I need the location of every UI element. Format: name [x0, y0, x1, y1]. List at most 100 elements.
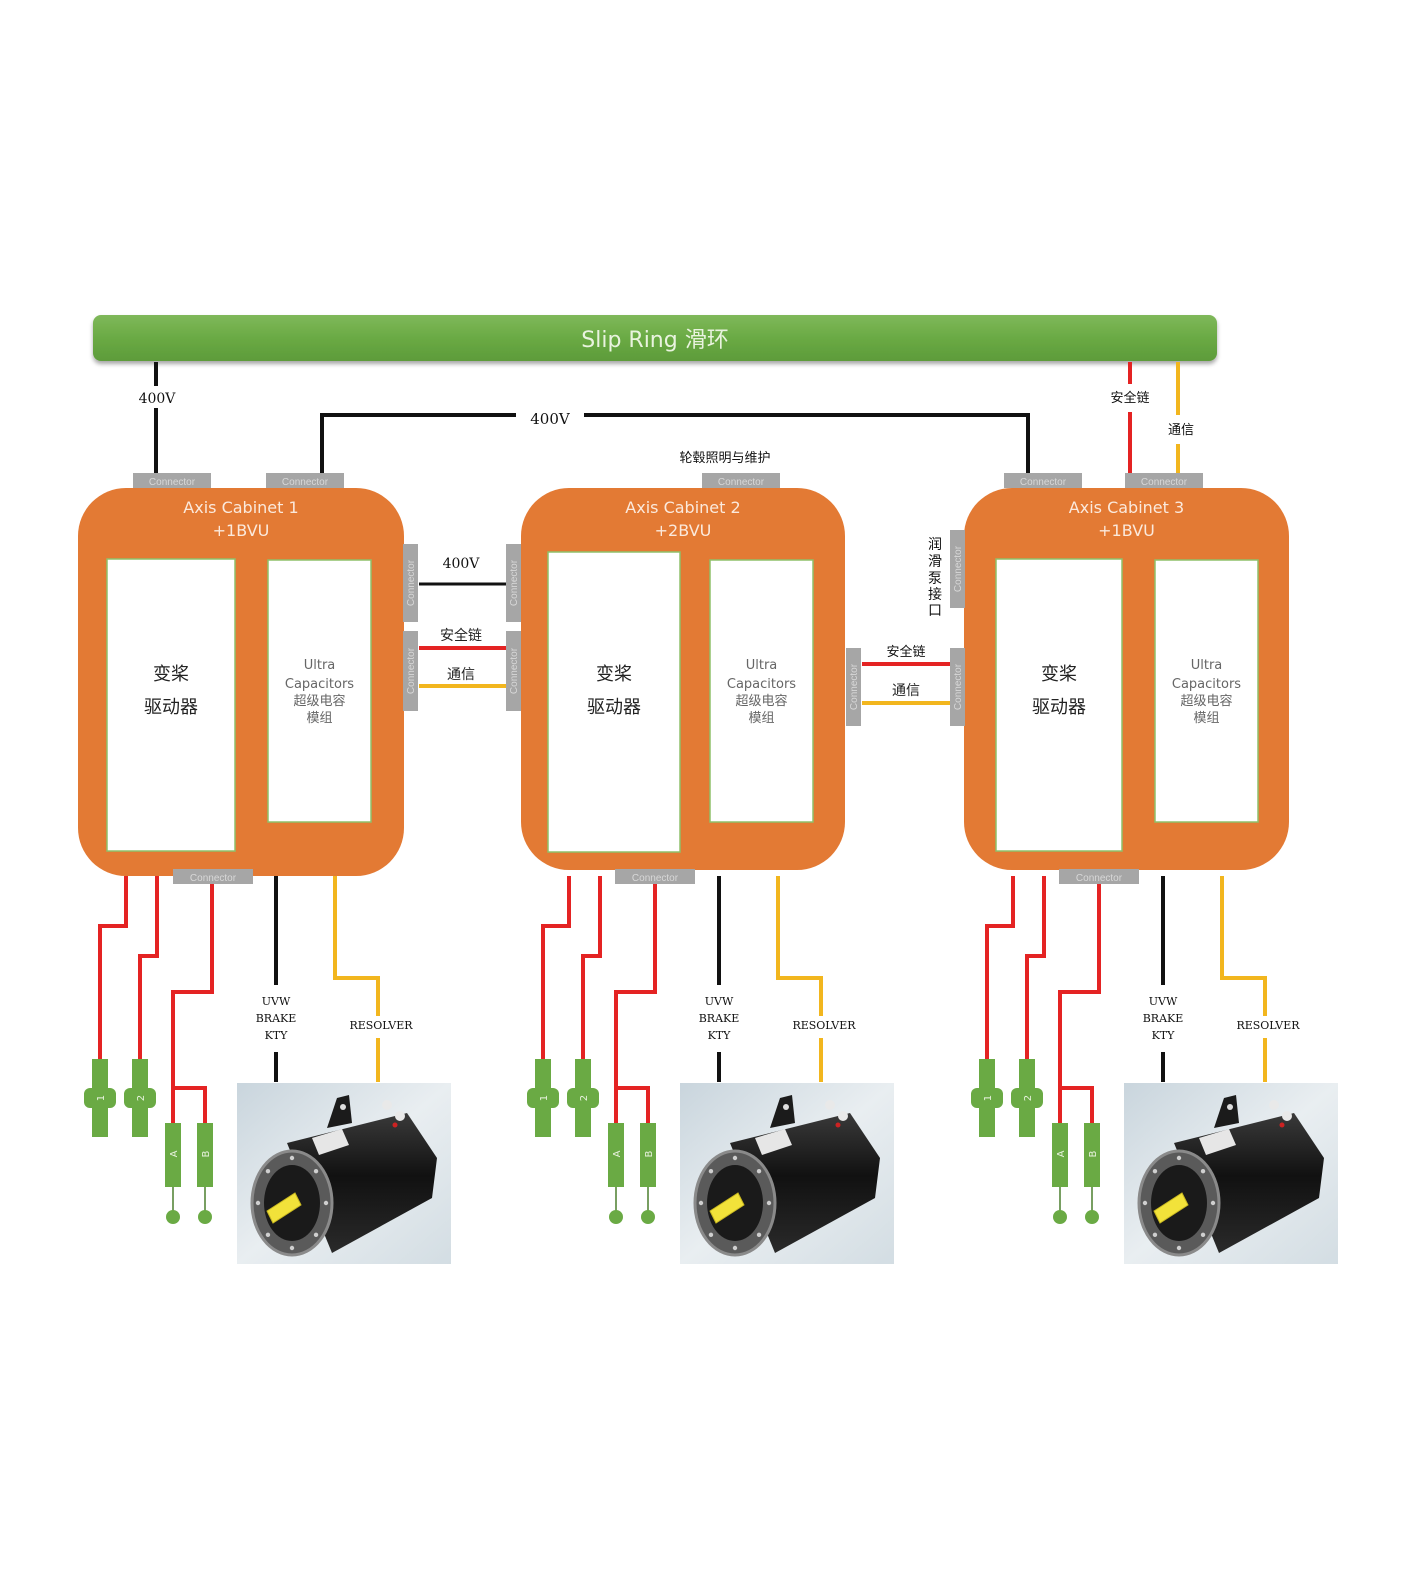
sensor-head	[1053, 1210, 1067, 1224]
motor-bolt-hole	[255, 1200, 261, 1206]
motor-mount-hole	[340, 1104, 346, 1110]
lube-pump-char: 泵	[928, 571, 942, 587]
wire-limit-switch-2	[138, 876, 159, 1060]
capacitor-label-line-3: 超级电容	[735, 693, 787, 709]
label-safety-cab2-cab3: 安全链	[886, 644, 925, 660]
capacitor-label-line-4: 模组	[748, 711, 774, 726]
proximity-sensor-b: B	[197, 1123, 213, 1224]
connector-label: Connector	[406, 647, 417, 694]
connector-body	[950, 530, 965, 608]
connector-body	[1125, 473, 1203, 488]
sensor-label: B	[644, 1150, 655, 1157]
sensor-head	[198, 1210, 212, 1224]
cabinet-subtitle: +1BVU	[213, 521, 270, 540]
motor-bolt-hole	[766, 1200, 772, 1206]
sensor-body	[165, 1123, 181, 1187]
motor-nameplate	[312, 1129, 349, 1155]
connector-label: Connector	[1076, 873, 1123, 884]
motor-bolt-hole	[708, 1168, 714, 1174]
capacitor-label-line-4: 模组	[306, 711, 332, 726]
drive-box	[106, 558, 236, 852]
motor-terminal	[825, 1100, 835, 1110]
cabinet-title: Axis Cabinet 1	[183, 498, 298, 517]
switch-flange	[527, 1088, 559, 1108]
motor-bolt-hole	[265, 1168, 271, 1174]
motor-bolt-hole	[1200, 1168, 1206, 1174]
switch-label: 2	[136, 1095, 147, 1101]
drive-box	[995, 558, 1123, 852]
motor-bolt-hole	[323, 1200, 329, 1206]
motor-bolt-hole	[265, 1232, 271, 1238]
switch-label: 2	[1023, 1095, 1034, 1101]
proximity-sensor-a: A	[608, 1123, 624, 1224]
label-400v-cab1-cab3: 400V	[530, 410, 571, 428]
connector-body	[702, 473, 780, 488]
wire-limit-switch-1	[541, 876, 571, 1060]
sensor-label: A	[169, 1150, 180, 1157]
slip-ring-bar	[93, 315, 1217, 361]
connector-body	[266, 473, 344, 488]
motor-bolt-hole	[756, 1232, 762, 1238]
connector-top: Connector	[133, 473, 211, 488]
label-safety-cab1-cab2: 安全链	[440, 627, 482, 644]
motor-bolt-hole	[732, 1245, 738, 1251]
motor-bolt-hole	[1176, 1155, 1182, 1161]
sensor-head	[166, 1210, 180, 1224]
motor-bolt-hole	[1200, 1232, 1206, 1238]
pitch-motor-image	[680, 1083, 894, 1264]
connector-label: Connector	[282, 477, 329, 488]
connector-label: Connector	[1020, 477, 1067, 488]
label-400v-cab1-cab2: 400V	[443, 556, 481, 572]
capacitor-label-line-4: 模组	[1193, 711, 1219, 726]
connector-label: Connector	[953, 663, 964, 710]
cabinet-subtitle: +2BVU	[655, 521, 712, 540]
connector-body	[506, 631, 521, 711]
connector-body	[950, 648, 965, 726]
wire-limit-switch-1	[985, 876, 1015, 1060]
drive-label-line-2: 驱动器	[144, 697, 198, 718]
drive-label-line-1: 变桨	[153, 664, 189, 685]
motor-terminal	[1269, 1100, 1279, 1110]
motor-nameplate	[755, 1129, 792, 1155]
switch-flange	[567, 1088, 599, 1108]
motor-nameplate	[1199, 1129, 1236, 1155]
capacitor-label-line-2: Capacitors	[1172, 677, 1241, 692]
connector-label: Connector	[1141, 477, 1188, 488]
capacitor-box	[1154, 559, 1259, 823]
label-safety-chain-slip: 安全链	[1110, 390, 1149, 406]
connector-side: Connector	[403, 631, 418, 711]
lube-pump-char: 滑	[928, 553, 942, 570]
motor-bolt-hole	[313, 1168, 319, 1174]
wire-proximity-a	[1058, 884, 1101, 1124]
capacitor-label-line-1: Ultra	[1191, 658, 1223, 673]
label-lube-pump: 润 滑 泵 接 口	[928, 537, 942, 619]
connector-body	[403, 631, 418, 711]
proximity-sensor-a: A	[1052, 1123, 1068, 1224]
connector-side: Connector	[950, 530, 965, 608]
motor-bolt-hole	[732, 1155, 738, 1161]
motor-mount-tab	[327, 1095, 352, 1128]
capacitor-label-line-1: Ultra	[304, 658, 336, 673]
connector-top: Connector	[266, 473, 344, 488]
motor-power-label: UVW	[1149, 995, 1178, 1008]
drive-label-line-1: 变桨	[596, 664, 632, 685]
sensor-body	[640, 1123, 656, 1187]
cabinets: Axis Cabinet 1+1BVU变桨驱动器UltraCapacitors超…	[78, 473, 1289, 884]
drive-box	[547, 551, 681, 853]
connector-bottom: Connector	[173, 869, 253, 884]
wire-proximity-a	[614, 884, 657, 1124]
lube-pump-char: 接	[928, 586, 942, 603]
motor-mount-hole	[1227, 1104, 1233, 1110]
drive-label-line-2: 驱动器	[1032, 697, 1086, 718]
capacitor-label-line-2: Capacitors	[727, 677, 796, 692]
drive-label-line-1: 变桨	[1041, 664, 1077, 685]
motor-bolt-hole	[1176, 1245, 1182, 1251]
motor-power-label: KTY	[265, 1029, 289, 1042]
